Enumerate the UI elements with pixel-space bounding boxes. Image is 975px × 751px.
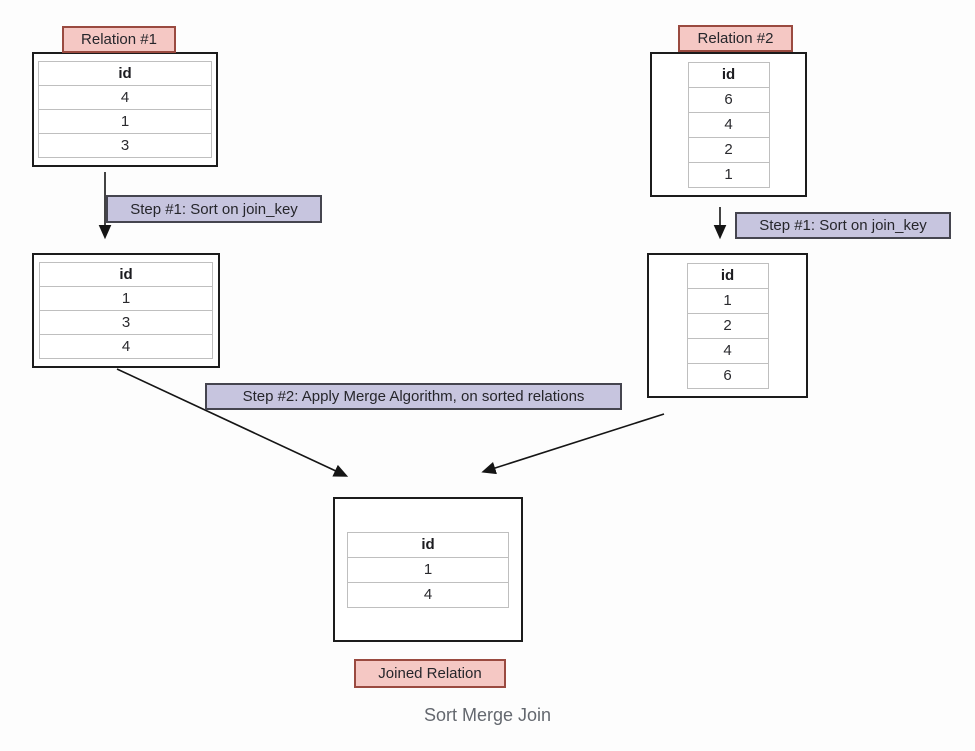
relation2-sorted-table-box: id 1 2 4 6 <box>647 253 808 398</box>
relation1-sorted-table-box: id 1 3 4 <box>32 253 220 368</box>
relation1-title-tag: Relation #1 <box>62 26 176 53</box>
table-cell: 1 <box>38 109 212 134</box>
table-cell: 4 <box>347 581 509 608</box>
table-cell: 1 <box>686 287 769 314</box>
column-header: id <box>38 61 212 86</box>
relation1-sorted-table: id 1 3 4 <box>39 262 213 359</box>
table-cell: 3 <box>38 133 212 158</box>
relation2-title-tag: Relation #2 <box>678 25 793 52</box>
table-cell: 1 <box>687 161 770 188</box>
table-cell: 4 <box>38 85 212 110</box>
column-header: id <box>687 61 770 88</box>
joined-title-tag: Joined Relation <box>354 659 506 688</box>
relation2-table: id 6 4 2 1 <box>687 61 770 188</box>
column-header: id <box>686 262 769 289</box>
relation1-table-box: id 4 1 3 <box>32 52 218 167</box>
table-cell: 1 <box>347 556 509 583</box>
table-cell: 3 <box>39 310 213 335</box>
table-cell: 1 <box>39 286 213 311</box>
relation1-table: id 4 1 3 <box>38 61 212 158</box>
table-cell: 6 <box>687 86 770 113</box>
table-cell: 4 <box>39 334 213 359</box>
step1-left-tag: Step #1: Sort on join_key <box>106 195 322 223</box>
arrow-merge-right <box>481 413 665 475</box>
arrow-merge-left <box>116 368 349 477</box>
table-cell: 4 <box>686 337 769 364</box>
joined-table: id 1 4 <box>347 531 509 608</box>
step1-right-tag: Step #1: Sort on join_key <box>735 212 951 239</box>
table-cell: 4 <box>687 111 770 138</box>
joined-table-box: id 1 4 <box>333 497 523 642</box>
column-header: id <box>39 262 213 287</box>
column-header: id <box>347 531 509 558</box>
relation2-sorted-table: id 1 2 4 6 <box>686 262 769 389</box>
table-cell: 2 <box>687 136 770 163</box>
relation2-table-box: id 6 4 2 1 <box>650 52 807 197</box>
table-cell: 2 <box>686 312 769 339</box>
step2-tag: Step #2: Apply Merge Algorithm, on sorte… <box>205 383 622 410</box>
table-cell: 6 <box>686 362 769 389</box>
diagram-caption: Sort Merge Join <box>423 705 552 725</box>
